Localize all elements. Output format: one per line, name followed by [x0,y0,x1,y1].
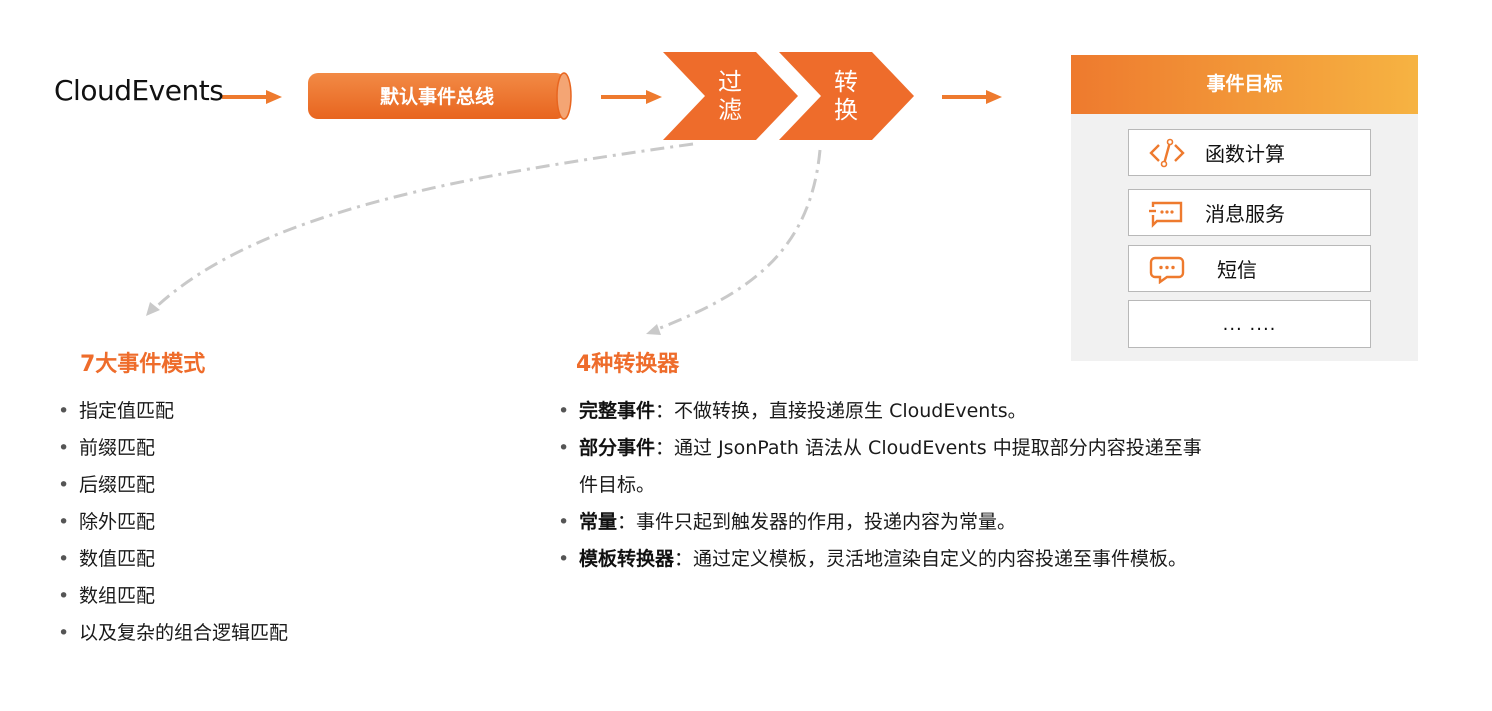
bullet-dot: • [558,437,570,459]
dashed-connector-filter-to-patterns [146,142,694,316]
target-item-message-service[interactable]: 消息服务 [1128,189,1371,236]
message-service-icon [1149,201,1183,228]
pattern-text: 指定值匹配 [79,400,175,422]
transform-label-char-1: 转 [834,68,858,96]
event-patterns-list: • 指定值匹配 • 前缀匹配 • 后缀匹配 • 除外匹配 • 数值匹配 • 数组匹配 • 以及… [58,393,288,652]
filter-label-char-2: 滤 [718,96,742,124]
target-item-more-label: ... .... [1222,313,1277,335]
list-item: • 指定值匹配 [58,393,288,430]
event-bus-label: 默认事件总线 [379,86,494,108]
list-item: • 部分事件：通过 JsonPath 语法从 CloudEvents 中提取部分内… [558,430,1208,504]
converter-desc: 通过 JsonPath 语法从 CloudEvents 中提取部分内容投递至事件… [579,437,1202,496]
converter-separator: ： [617,511,637,533]
list-item: • 后缀匹配 [58,467,288,504]
target-item-label: 短信 [1217,258,1257,282]
bullet-dot: • [58,400,70,422]
list-item: • 完整事件：不做转换，直接投递原生 CloudEvents。 [558,393,1208,430]
event-patterns-title: 7大事件模式 [80,352,206,377]
target-item-sms[interactable]: 短信 [1128,245,1371,292]
bullet-dot: • [58,511,70,533]
filter-label: 过 滤 [710,68,750,124]
list-item: • 前缀匹配 [58,430,288,467]
converter-name: 常量 [579,511,618,533]
bullet-dot: • [58,585,70,607]
converters-title: 4种转换器 [576,352,680,377]
transform-label-char-2: 换 [834,96,858,124]
list-item: • 数组匹配 [58,578,288,615]
bullet-dot: • [558,548,570,570]
cloudevents-source-label: CloudEvents [54,74,224,107]
converter-name: 部分事件 [579,437,656,459]
bullet-dot: • [58,474,70,496]
arrow-transform-to-targets [942,90,1002,104]
converter-desc: 事件只起到触发器的作用，投递内容为常量。 [636,511,1017,533]
converter-name: 完整事件 [579,400,656,422]
target-item-function-compute[interactable]: 函数计算 [1128,129,1371,176]
transform-label: 转 换 [826,68,866,124]
bullet-dot: • [58,548,70,570]
pattern-text: 数值匹配 [79,548,156,570]
target-item-label: 函数计算 [1205,142,1285,166]
target-item-label: 消息服务 [1205,202,1285,226]
converters-list: •完整事件：不做转换，直接投递原生 CloudEvents。 •部分事件：通过 … [558,393,1208,578]
converter-separator: ： [674,548,694,570]
pattern-text: 前缀匹配 [79,437,156,459]
bullet-dot: • [58,622,70,644]
event-targets-panel: 事件目标 函数计算 消息服务 短信 ... .... [1071,55,1418,361]
bullet-dot: • [558,511,570,533]
target-item-more[interactable]: ... .... [1128,300,1371,348]
list-item: • 以及复杂的组合逻辑匹配 [58,615,288,652]
filter-label-char-1: 过 [718,68,742,96]
dashed-connector-transform-to-converters [646,149,822,335]
converter-name: 模板转换器 [579,548,675,570]
converter-separator: ： [655,437,675,459]
function-compute-icon [1149,138,1185,167]
list-item: • 除外匹配 [58,504,288,541]
list-item: • 数值匹配 [58,541,288,578]
arrow-source-to-bus [222,90,282,104]
pattern-text: 后缀匹配 [79,474,156,496]
event-targets-header: 事件目标 [1071,55,1418,114]
converter-desc: 不做转换，直接投递原生 CloudEvents。 [674,400,1027,422]
bullet-dot: • [558,400,570,422]
arrow-bus-to-filter [601,90,662,104]
event-bus-cylinder [308,72,572,120]
pattern-text: 以及复杂的组合逻辑匹配 [79,622,289,644]
sms-chat-icon [1149,256,1185,284]
list-item: • 模板转换器：通过定义模板，灵活地渲染自定义的内容投递至事件模板。 [558,541,1208,578]
bullet-dot: • [58,437,70,459]
transform-chevron [779,52,914,140]
pattern-text: 数组匹配 [79,585,156,607]
converter-desc: 通过定义模板，灵活地渲染自定义的内容投递至事件模板。 [693,548,1188,570]
converter-separator: ： [655,400,675,422]
list-item: • 常量：事件只起到触发器的作用，投递内容为常量。 [558,504,1208,541]
pattern-text: 除外匹配 [79,511,156,533]
filter-chevron [663,52,798,140]
